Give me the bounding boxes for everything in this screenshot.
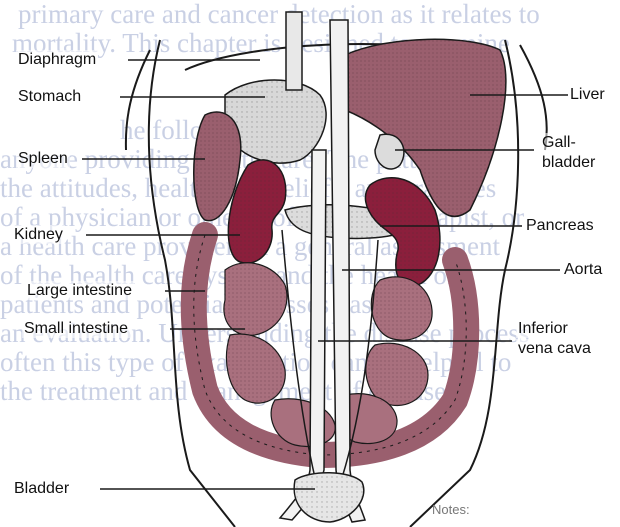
label-gallbladder-line1: Gall- [540,133,578,152]
label-liver: Liver [568,85,607,104]
label-aorta: Aorta [562,260,604,279]
esophagus [286,12,302,90]
notes-caption: Notes: [432,502,470,517]
label-kidney: Kidney [12,225,65,244]
label-small-intestine: Small intestine [22,319,130,338]
label-vena-cava-line1: Inferior [516,319,570,338]
ribcage-left [126,50,150,150]
label-vena-cava-line2: vena cava [516,339,593,358]
label-gallbladder-line2: bladder [540,153,597,172]
label-large-intestine: Large intestine [25,281,134,300]
label-stomach: Stomach [16,87,83,106]
label-pancreas: Pancreas [524,216,596,235]
gallbladder [375,134,404,169]
label-bladder: Bladder [12,479,71,498]
label-diaphragm: Diaphragm [16,50,98,69]
label-spleen: Spleen [16,149,70,168]
